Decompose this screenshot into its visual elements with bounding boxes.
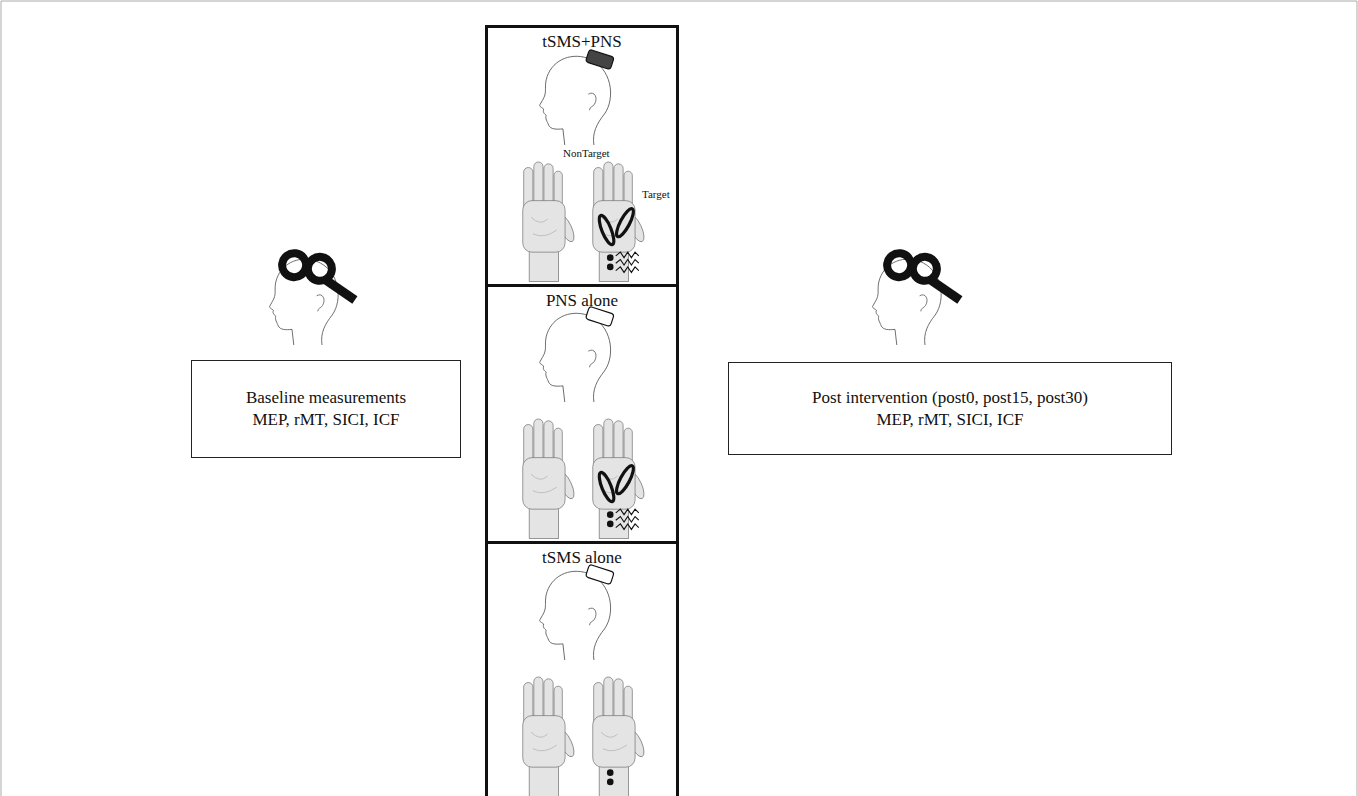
box-text: Post intervention (post0, post15, post30… xyxy=(812,387,1088,409)
measurement-box: Baseline measurementsMEP, rMT, SICI, ICF xyxy=(191,360,461,458)
hand-label: Target xyxy=(641,188,671,200)
box-text: MEP, rMT, SICI, ICF xyxy=(876,409,1023,431)
measurement-box: Post intervention (post0, post15, post30… xyxy=(728,362,1172,455)
condition-panel: tSMS alone xyxy=(485,541,679,796)
panel-title: PNS alone xyxy=(488,291,676,311)
hand xyxy=(593,419,647,539)
head-figure xyxy=(540,56,611,145)
hand xyxy=(523,419,577,539)
hand-label: NonTarget xyxy=(562,147,611,159)
hand xyxy=(523,162,577,282)
box-text: MEP, rMT, SICI, ICF xyxy=(252,409,399,431)
head-figure xyxy=(540,571,611,660)
hand xyxy=(523,677,577,796)
head-figure xyxy=(540,313,611,402)
hand xyxy=(593,677,647,796)
tms-coil xyxy=(279,252,361,300)
magnet xyxy=(585,564,614,584)
box-text: Baseline measurements xyxy=(246,387,406,409)
magnet xyxy=(585,49,614,69)
condition-panel: PNS alone xyxy=(485,284,679,544)
panel-title: tSMS alone xyxy=(488,548,676,568)
panel-title: tSMS+PNS xyxy=(488,32,676,52)
hand xyxy=(593,162,647,282)
tms-coil xyxy=(884,252,966,300)
